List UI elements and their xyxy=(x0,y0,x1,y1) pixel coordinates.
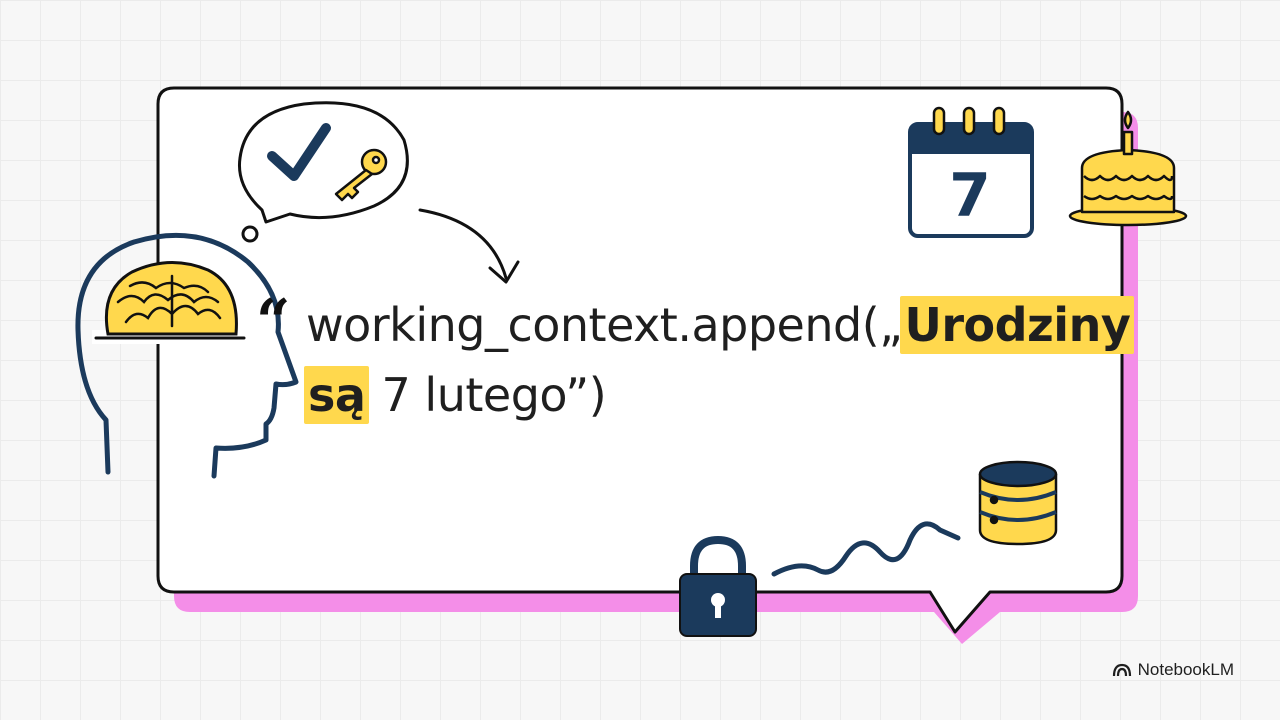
arrow-icon xyxy=(418,208,520,284)
highlight-urodziny: Urodziny xyxy=(900,296,1135,354)
birthday-cake-icon xyxy=(1068,110,1188,227)
quote-mark: “ xyxy=(256,287,291,357)
calendar-icon xyxy=(908,106,1034,238)
code-line-2: są 7 lutego”) xyxy=(304,366,607,424)
brand-name: NotebookLM xyxy=(1137,660,1234,679)
calendar-day: 7 xyxy=(949,161,991,231)
code-line-1: working_context.append(„Urodziny xyxy=(306,296,1135,354)
code-call: working_context.append(„ xyxy=(306,298,903,352)
squiggle-line-icon xyxy=(771,521,961,577)
notebooklm-logo-icon xyxy=(1112,663,1131,677)
code-rest: 7 lutego”) xyxy=(367,368,607,422)
highlight-sa: są xyxy=(304,366,370,424)
database-icon xyxy=(978,460,1058,546)
speech-card xyxy=(156,86,1124,634)
thought-bubble-icon xyxy=(237,101,409,243)
checkmark-icon xyxy=(267,123,331,181)
brain-icon xyxy=(104,260,238,336)
key-icon xyxy=(334,148,388,202)
padlock-icon xyxy=(679,535,757,637)
brand-watermark: NotebookLM xyxy=(1112,660,1234,680)
